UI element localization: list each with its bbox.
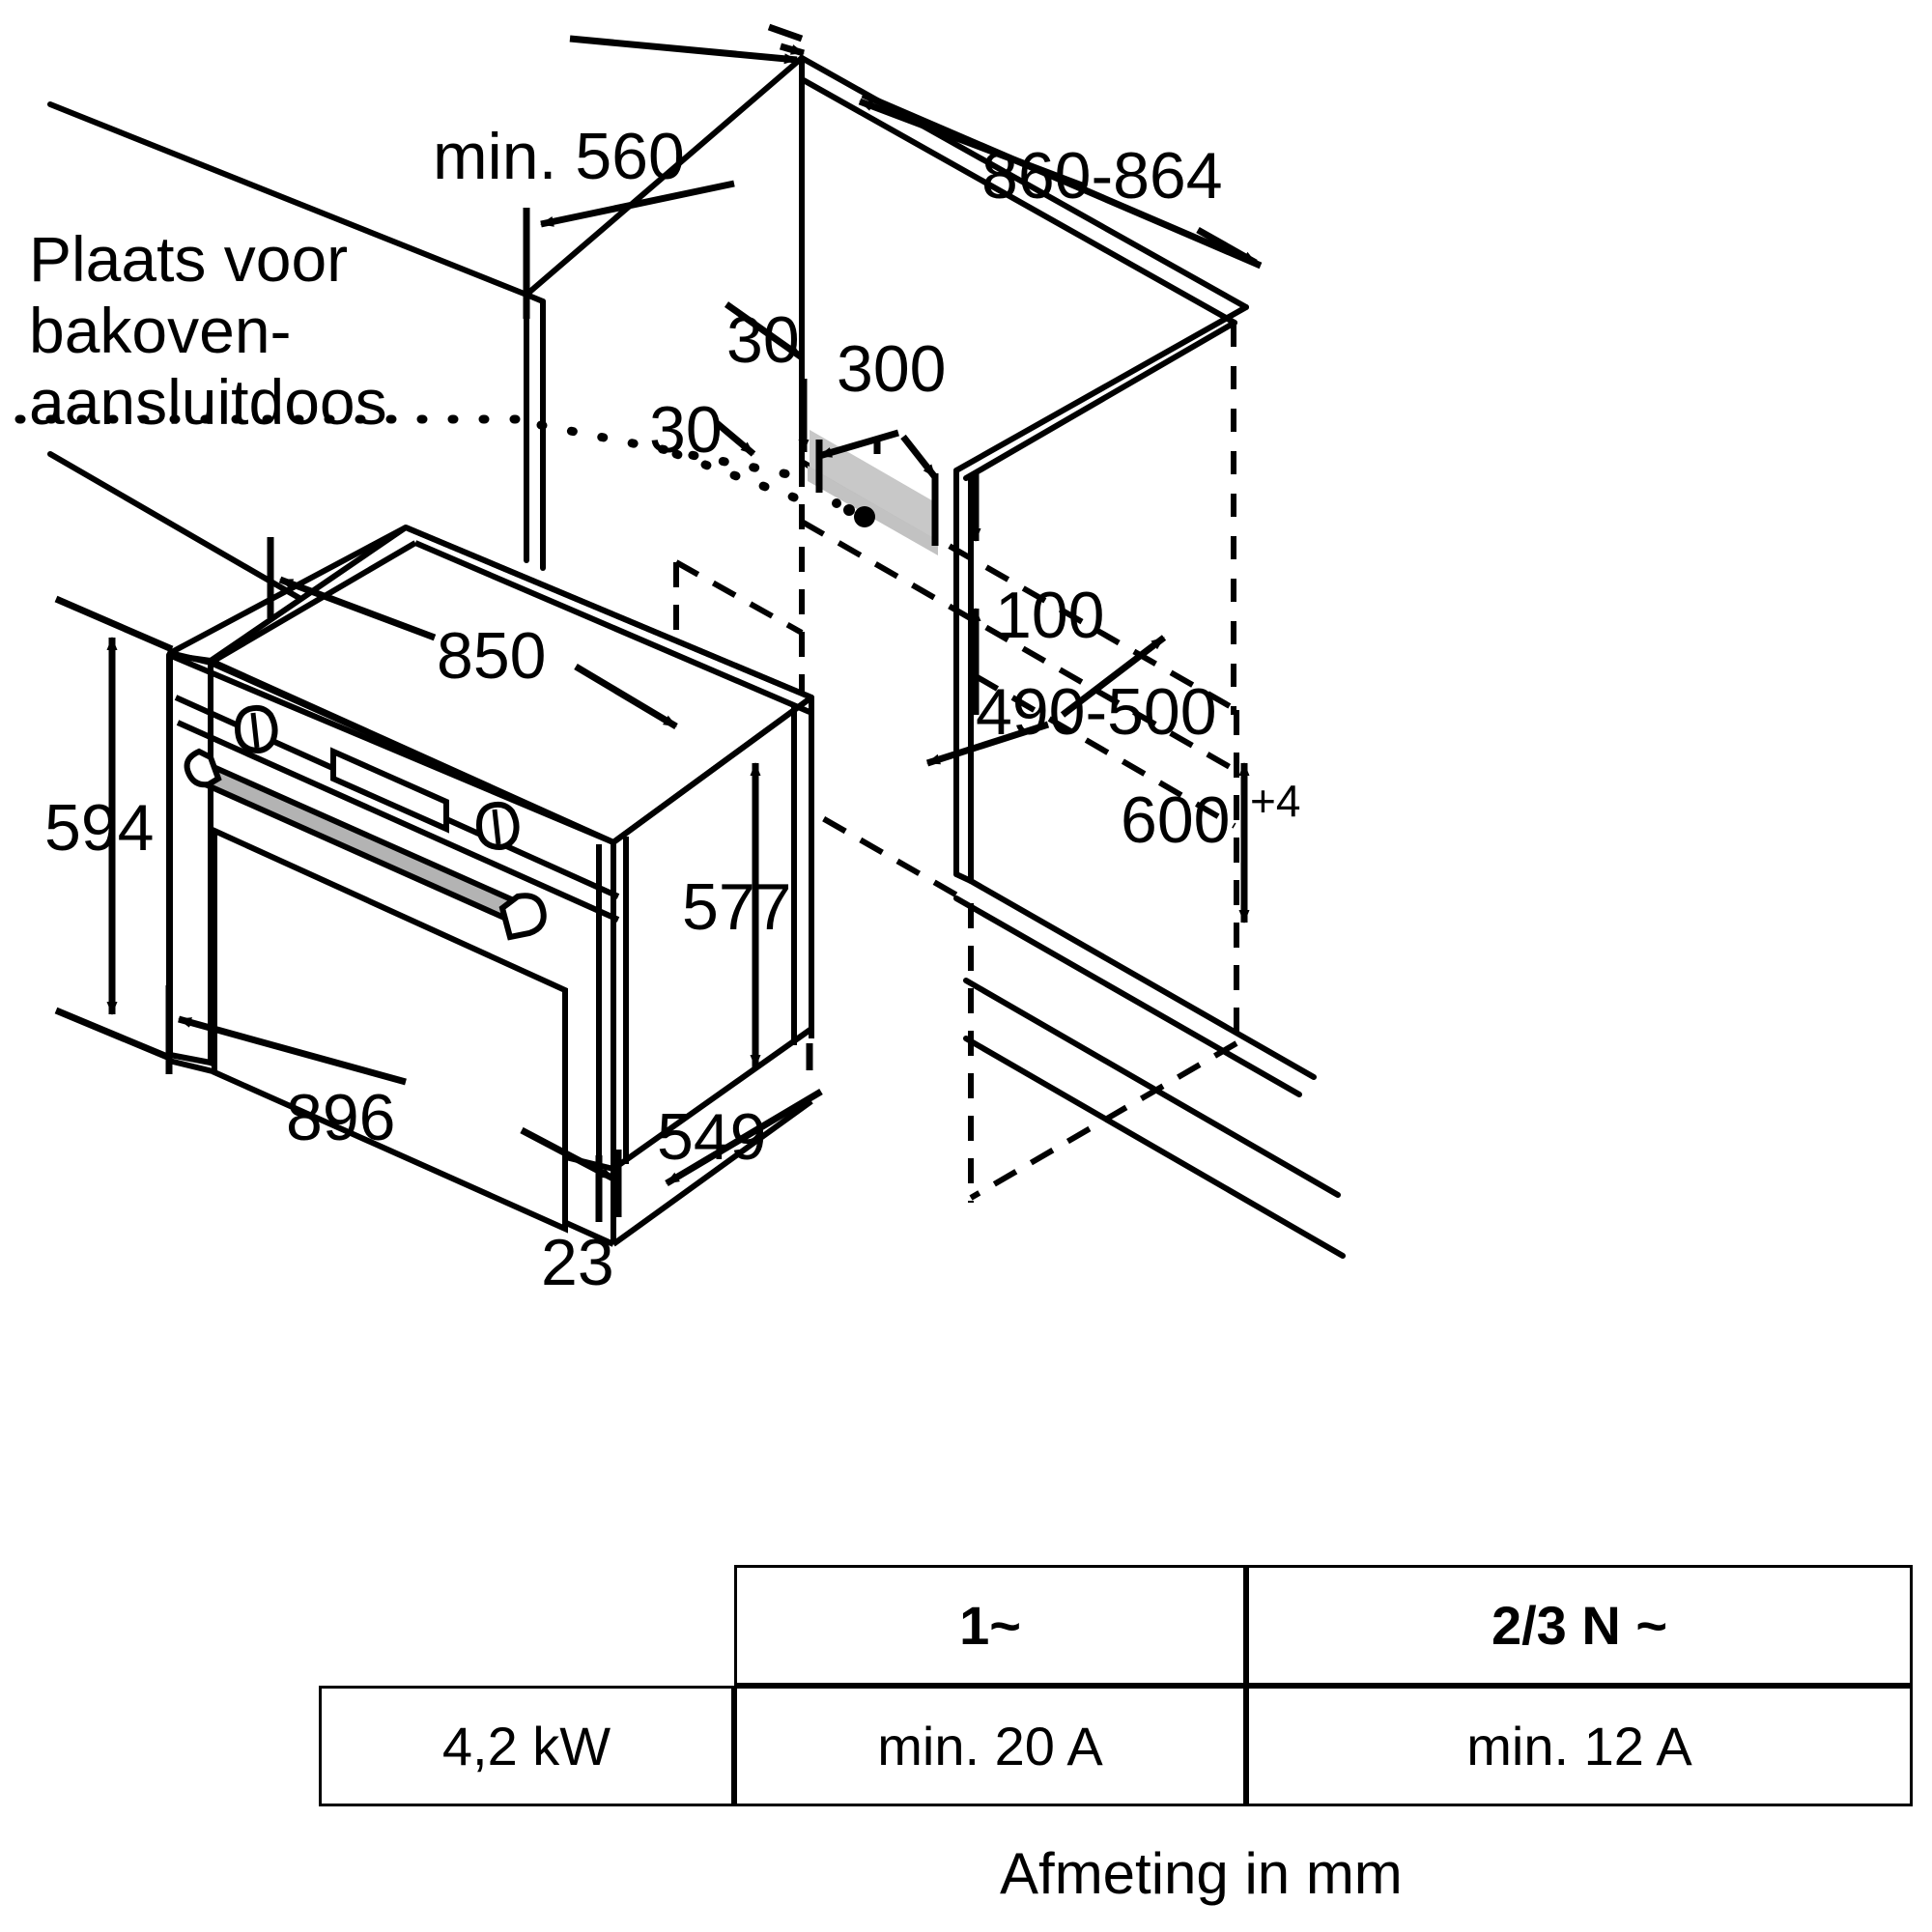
outlet-box-screws [832, 498, 875, 527]
dim-577: 577 [682, 870, 791, 944]
outlet-note-line-3: aansluitdoos [29, 365, 387, 438]
dim-23: 23 [541, 1226, 614, 1299]
outlet-location-note: Plaats voor bakoven- aansluitdoos [29, 223, 387, 439]
dim-600-tolerance: +4 [1250, 776, 1300, 826]
outlet-note-line-2: bakoven- [29, 294, 292, 366]
dim-min-560: min. 560 [433, 120, 685, 193]
oven-door-panel [212, 826, 568, 1234]
electrical-spec-table: 1~ 2/3 N ~ 4,2 kW min. 20 A min. 12 A [319, 1565, 1913, 1806]
dimension-lines [54, 23, 1263, 1222]
dim-490-500: 490-500 [976, 675, 1217, 749]
dim-100: 100 [995, 579, 1104, 652]
dim-594: 594 [44, 791, 154, 865]
oven-knob-right [475, 801, 520, 850]
spec-table-cell-power: 4,2 kW [319, 1686, 734, 1806]
unit-note: Afmeting in mm [1000, 1841, 1403, 1906]
dim-30-top: 30 [726, 303, 800, 377]
dimension-labels: min. 560 860-864 30 30 300 850 594 577 1… [44, 120, 1300, 1299]
dim-860-864: 860-864 [981, 139, 1223, 213]
outlet-box [810, 430, 935, 544]
oven-knob-left [234, 704, 278, 753]
dim-850: 850 [437, 619, 546, 693]
dim-30-side: 30 [649, 393, 723, 467]
oven-display [330, 747, 449, 834]
dim-896: 896 [286, 1081, 395, 1154]
spec-table-cell-1phase-current: min. 20 A [734, 1686, 1246, 1806]
spec-table-cell-3phase-current: min. 12 A [1246, 1686, 1913, 1806]
spec-table-header-1phase: 1~ [734, 1565, 1246, 1686]
dim-600: 600 [1121, 783, 1230, 857]
outlet-note-line-1: Plaats voor [29, 223, 349, 295]
dim-300: 300 [837, 332, 946, 406]
spec-table-header-3phase: 2/3 N ~ [1246, 1565, 1913, 1686]
dotted-cable-run [14, 414, 812, 507]
oven-door-handle [184, 748, 547, 941]
dim-549: 549 [657, 1100, 766, 1174]
